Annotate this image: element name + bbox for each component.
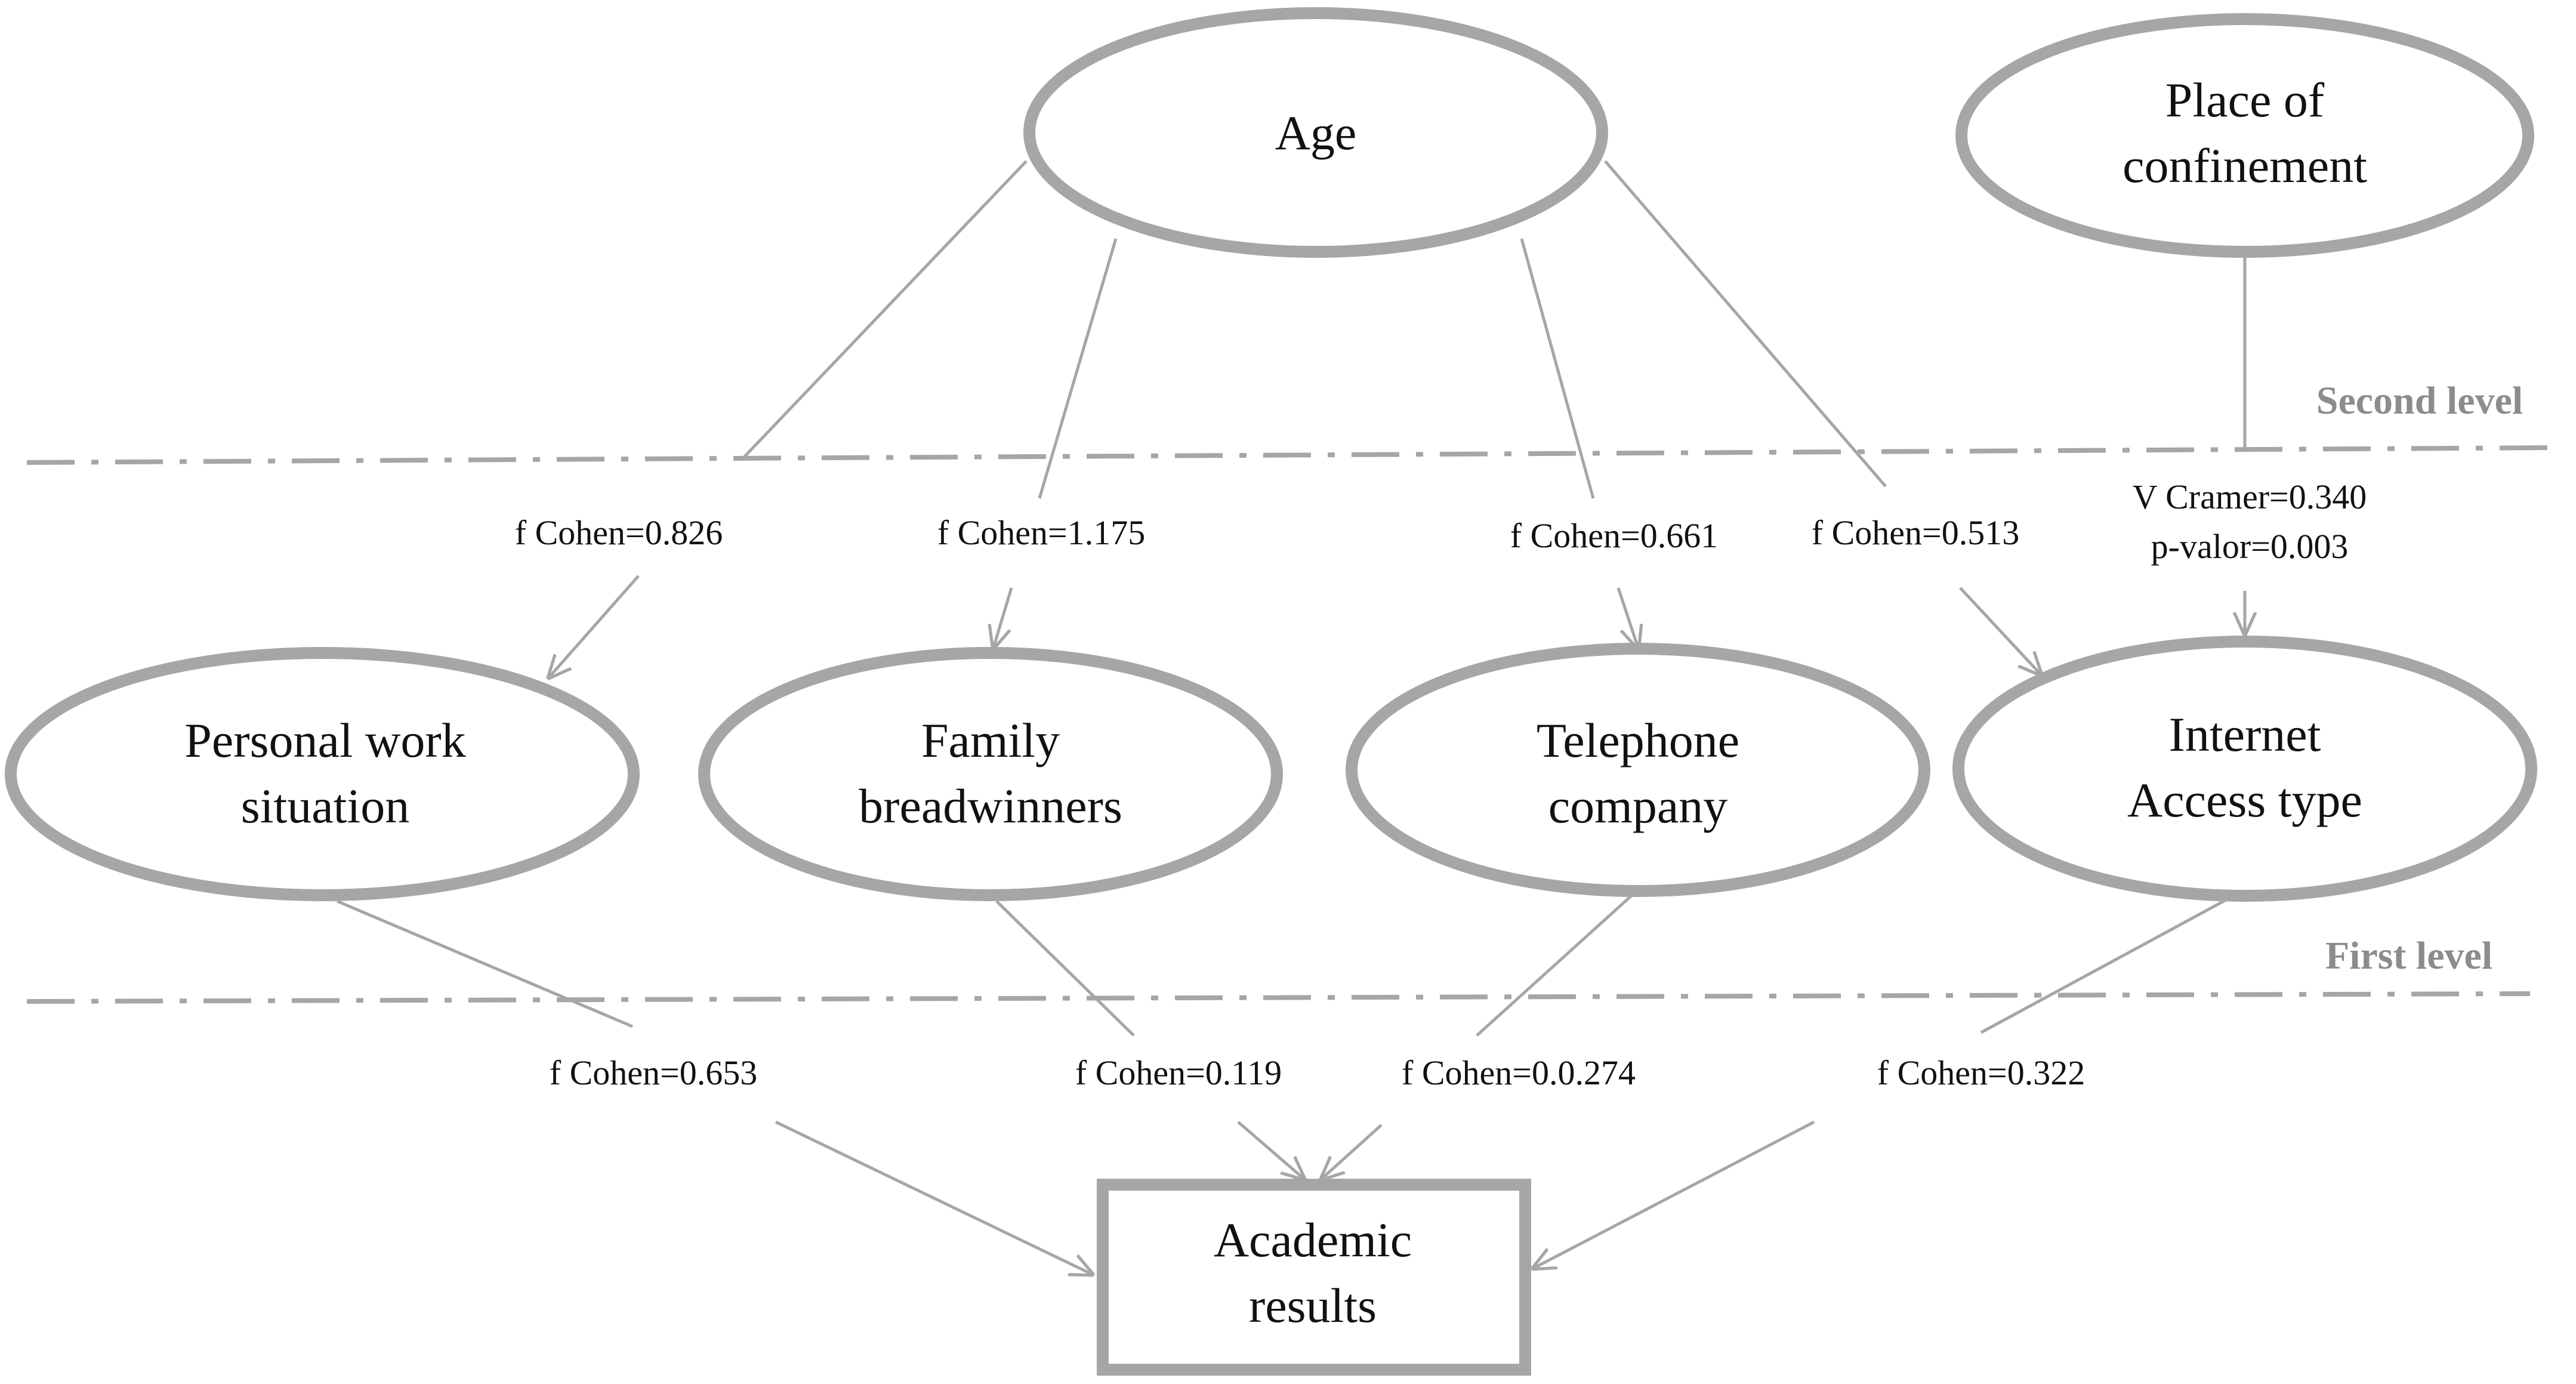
svg-text:Academic: Academic [1214, 1213, 1412, 1267]
label-personal-work-situation: Personal work situation [184, 713, 465, 833]
svg-text:situation: situation [241, 779, 409, 833]
edge-work-to-academic [337, 899, 1092, 1274]
label-internet-access-type: Internet Access type [2127, 707, 2362, 827]
node-academic-results [1097, 1179, 1531, 1376]
svg-text:f Cohen=0.322: f Cohen=0.322 [1877, 1053, 2085, 1092]
stat-age-telephone: f Cohen=0.661 [1510, 516, 1718, 555]
label-academic-results: Academic results [1214, 1213, 1412, 1333]
second-level-divider [26, 445, 2560, 465]
svg-text:Internet: Internet [2169, 707, 2321, 762]
edge-internet-to-academic [1534, 893, 2236, 1268]
label-age: Age [1275, 106, 1357, 160]
stat-place-internet: V Cramer=0.340 p-valor=0.003 [2133, 477, 2367, 566]
svg-text:Family: Family [921, 713, 1060, 767]
svg-text:f Cohen=0.119: f Cohen=0.119 [1075, 1053, 1282, 1092]
svg-text:f Cohen=0.826: f Cohen=0.826 [515, 513, 723, 552]
svg-text:company: company [1548, 779, 1728, 833]
svg-text:f Cohen=0.661: f Cohen=0.661 [1510, 516, 1718, 555]
stat-family-academic: f Cohen=0.119 [1075, 1053, 1282, 1092]
edge-family-to-academic [995, 900, 1304, 1179]
label-family-breadwinners: Family breadwinners [859, 713, 1122, 833]
edge-age-to-telephone [1520, 238, 1638, 648]
first-level-label: First level [2325, 934, 2492, 978]
label-telephone-company: Telephone company [1537, 713, 1739, 833]
stat-telephone-academic: f Cohen=0.0.274 [1402, 1053, 1636, 1092]
stat-work-academic: f Cohen=0.653 [550, 1053, 757, 1092]
svg-text:f Cohen=0.513: f Cohen=0.513 [1812, 513, 2019, 552]
stat-age-work: f Cohen=0.826 [515, 513, 723, 552]
svg-text:Telephone: Telephone [1537, 713, 1739, 767]
node-place-of-confinement [1955, 13, 2534, 258]
svg-text:f Cohen=0.653: f Cohen=0.653 [550, 1053, 757, 1092]
svg-text:p-valor=0.003: p-valor=0.003 [2151, 527, 2349, 566]
second-level-label: Second level [2316, 379, 2523, 423]
svg-text:V Cramer=0.340: V Cramer=0.340 [2133, 477, 2367, 516]
svg-text:f Cohen=1.175: f Cohen=1.175 [937, 513, 1145, 552]
svg-text:Access type: Access type [2127, 773, 2362, 827]
edge-age-to-work [549, 160, 1028, 677]
svg-text:confinement: confinement [2122, 138, 2367, 193]
svg-text:Personal work: Personal work [184, 713, 465, 767]
node-family-breadwinners [698, 647, 1283, 901]
edge-age-to-family [994, 238, 1118, 648]
stat-age-internet: f Cohen=0.513 [1812, 513, 2019, 552]
node-age [1023, 7, 1608, 258]
svg-text:Age: Age [1275, 106, 1357, 160]
node-telephone-company [1346, 643, 1930, 897]
stat-age-family: f Cohen=1.175 [937, 513, 1145, 552]
label-place-of-confinement: Place of confinement [2122, 73, 2367, 193]
node-personal-work-situation [5, 647, 640, 901]
svg-text:breadwinners: breadwinners [859, 779, 1122, 833]
node-internet-access-type [1952, 636, 2537, 902]
first-level-divider [26, 991, 2531, 1004]
edge-age-to-internet [1604, 160, 2041, 674]
svg-text:Place of: Place of [2165, 73, 2325, 127]
svg-text:f Cohen=0.0.274: f Cohen=0.0.274 [1402, 1053, 1636, 1092]
svg-text:results: results [1249, 1278, 1377, 1333]
edge-telephone-to-academic [1322, 894, 1633, 1179]
stat-internet-academic: f Cohen=0.322 [1877, 1053, 2085, 1092]
